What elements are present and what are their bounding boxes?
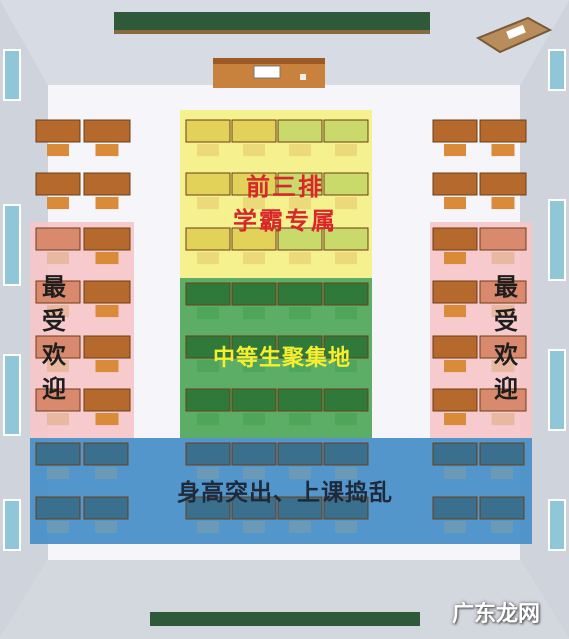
desk: [185, 442, 231, 480]
bottom-wall: [0, 560, 569, 639]
right-wall: [520, 0, 569, 639]
right-zone-label: 最 受 欢 迎: [488, 270, 524, 406]
desk: [231, 282, 277, 320]
right-zone-char-3: 欢: [494, 341, 518, 369]
desk: [432, 442, 478, 480]
desk: [185, 335, 231, 373]
desk: [83, 280, 131, 318]
teacher-desk-top: [213, 58, 325, 64]
desk: [185, 227, 231, 265]
desk: [277, 496, 323, 534]
desk: [83, 442, 129, 480]
left-zone-label: 最 受 欢 迎: [36, 270, 72, 406]
desk: [83, 388, 131, 426]
left-zone-char-1: 最: [42, 273, 66, 301]
left-zone-char-4: 迎: [42, 375, 66, 403]
desk: [432, 335, 478, 373]
right-windows: [548, 49, 566, 551]
desk: [231, 172, 277, 210]
front-zone-line-2: 学霸专属: [233, 207, 337, 235]
right-zone-char-2: 受: [494, 307, 518, 335]
book-icon: [253, 65, 281, 79]
desk: [323, 388, 369, 426]
front-zone-label: 前三排 学霸专属: [190, 170, 380, 238]
desk: [277, 335, 323, 373]
watermark-logo: 广东龙网: [452, 602, 541, 627]
blackboard-top: [114, 12, 430, 30]
desk: [83, 335, 131, 373]
desk: [231, 119, 277, 157]
desk: [432, 388, 478, 426]
desk-grid: [35, 119, 527, 534]
left-zone-char-3: 欢: [42, 341, 66, 369]
desk: [277, 388, 323, 426]
front-zone-line-1: 前三排: [246, 173, 324, 201]
desk: [432, 496, 478, 534]
desk: [479, 172, 527, 210]
desk: [83, 119, 131, 157]
right-zone-char-1: 最: [494, 273, 518, 301]
blackboard-top-frame: [114, 30, 430, 34]
desk: [432, 227, 478, 265]
desk: [83, 496, 129, 534]
desk: [35, 172, 81, 210]
desk: [479, 119, 527, 157]
desk: [231, 442, 277, 480]
desk: [432, 280, 478, 318]
left-windows: [3, 49, 21, 551]
right-zone-char-4: 迎: [494, 375, 518, 403]
desk: [323, 442, 369, 480]
desk: [277, 227, 323, 265]
desk: [432, 172, 478, 210]
back-zone-label: 身高突出、上课捣乱: [177, 480, 393, 506]
desk: [231, 335, 277, 373]
desk: [231, 388, 277, 426]
desk: [35, 442, 81, 480]
desk: [277, 172, 323, 210]
desk: [185, 388, 231, 426]
pen-cup-icon: [300, 74, 306, 80]
desk: [185, 172, 231, 210]
desk: [479, 496, 525, 534]
desk: [479, 227, 527, 265]
desk: [35, 388, 81, 426]
desk: [35, 119, 81, 157]
desk: [83, 172, 131, 210]
desk: [323, 119, 369, 157]
desk: [323, 282, 369, 320]
desk: [277, 442, 323, 480]
desk: [323, 496, 369, 534]
blackboard-bottom: [150, 612, 420, 626]
desk: [35, 496, 81, 534]
desk: [35, 335, 81, 373]
desk: [432, 119, 478, 157]
desk: [323, 172, 369, 210]
desk: [323, 335, 369, 373]
desk: [35, 227, 81, 265]
desk: [277, 282, 323, 320]
middle-zone-label: 中等生聚集地: [212, 346, 351, 371]
desk: [479, 388, 527, 426]
left-zone-char-2: 受: [42, 307, 66, 335]
desk: [479, 442, 525, 480]
desk: [479, 280, 527, 318]
desk: [83, 227, 131, 265]
desk: [277, 119, 323, 157]
desk: [479, 335, 527, 373]
desk: [323, 227, 369, 265]
desk: [185, 119, 231, 157]
desk: [35, 280, 81, 318]
desk: [185, 282, 231, 320]
desk: [231, 496, 277, 534]
desk: [231, 227, 277, 265]
door-sign: [506, 24, 526, 40]
desk: [185, 496, 231, 534]
